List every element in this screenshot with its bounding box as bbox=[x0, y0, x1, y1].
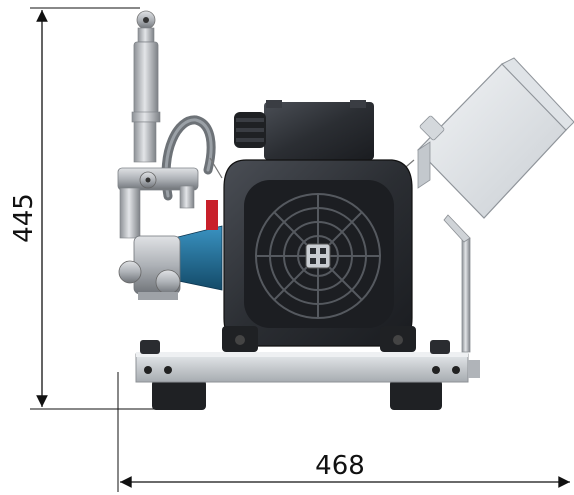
height-dimension: 445 bbox=[9, 7, 160, 410]
base-bolt bbox=[432, 366, 440, 374]
motor-terminal-box bbox=[234, 100, 374, 160]
control-box-bracket bbox=[443, 214, 471, 353]
motor-mounts bbox=[140, 326, 450, 354]
pump-port bbox=[118, 260, 142, 284]
base-clamp bbox=[430, 340, 450, 354]
base-bolt bbox=[144, 366, 152, 374]
base-clamp bbox=[140, 340, 160, 354]
hose bbox=[161, 115, 223, 201]
motor-body bbox=[223, 159, 413, 347]
foot-right bbox=[390, 380, 442, 410]
pump-port bbox=[155, 269, 181, 295]
fan-hub bbox=[305, 243, 331, 269]
foot-left bbox=[152, 380, 206, 410]
base-bolt bbox=[452, 366, 460, 374]
base-bolt bbox=[164, 366, 172, 374]
width-dimension: 468 bbox=[117, 372, 570, 492]
red-accent bbox=[206, 200, 218, 230]
height-dimension-label: 445 bbox=[9, 193, 39, 243]
pressure-accumulator-tube bbox=[131, 10, 161, 163]
valve-block bbox=[117, 167, 199, 239]
base-feet bbox=[152, 380, 442, 410]
base-plate bbox=[135, 352, 480, 383]
width-dimension-label: 468 bbox=[315, 451, 365, 481]
pump-head bbox=[118, 200, 223, 300]
control-box bbox=[392, 57, 574, 219]
control-box-latch bbox=[419, 115, 445, 141]
